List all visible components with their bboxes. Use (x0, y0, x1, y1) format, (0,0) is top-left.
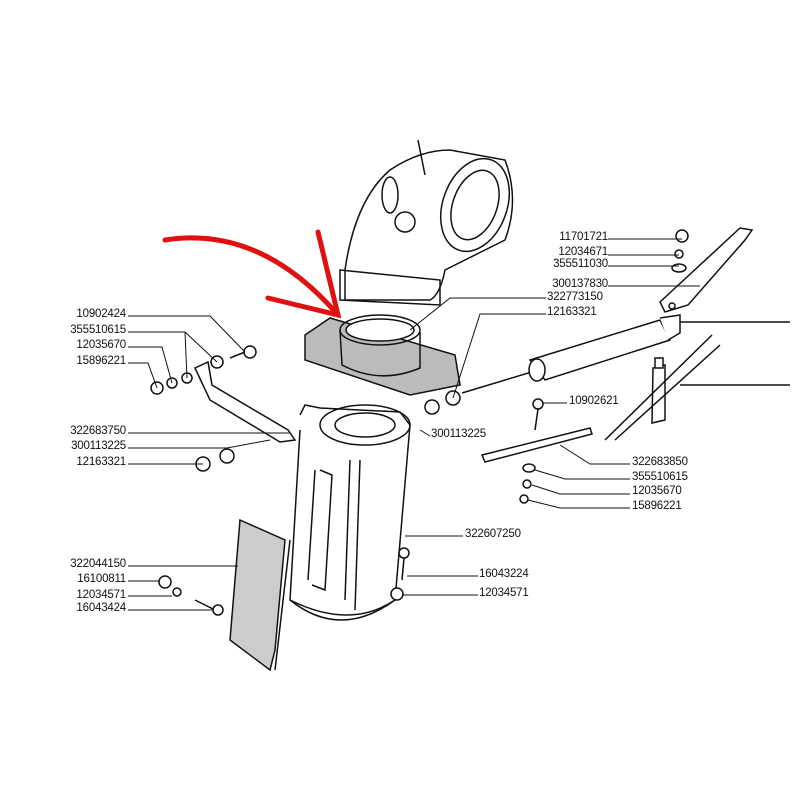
part-number-label: 16043424 (76, 602, 126, 614)
chute-tube (289, 404, 411, 621)
part-number-label: 15896221 (76, 355, 126, 367)
part-number-label: 12034571 (479, 587, 529, 599)
part-number-label: 12035670 (632, 485, 682, 497)
part-number-label: 322607250 (465, 528, 521, 540)
bracket-arm (194, 360, 297, 443)
part-number-label: 12163321 (547, 306, 597, 318)
leader-lines (128, 238, 700, 611)
part-number-label: 300113225 (431, 428, 486, 440)
part-number-label: 322683850 (632, 456, 688, 468)
part-number-label: 16043224 (479, 568, 529, 580)
part-number-label: 11701721 (559, 231, 608, 243)
part-number-label: 300137830 (552, 278, 608, 290)
part-number-label: 12034671 (558, 246, 608, 258)
part-number-label: 355510615 (70, 324, 126, 336)
elbow-pipe (339, 139, 514, 306)
part-number-label: 12034571 (76, 589, 126, 601)
support-strap (659, 227, 754, 313)
frame-post (604, 334, 790, 441)
part-number-label: 322683750 (70, 425, 126, 437)
flat-bar (480, 427, 593, 463)
side-cover-plate (229, 518, 291, 672)
part-number-label: 16100811 (77, 573, 126, 585)
flange-plate (304, 314, 461, 396)
part-number-label: 355511030 (553, 258, 608, 270)
part-number-label: 10902621 (569, 395, 619, 407)
damper-cylinder (461, 314, 790, 394)
part-number-label: 10902424 (76, 308, 126, 320)
red-arrow-indicator (162, 229, 342, 319)
part-number-label: 322044150 (70, 558, 126, 570)
part-number-label: 300113225 (71, 440, 126, 452)
part-number-label: 12163321 (76, 456, 126, 468)
part-number-label: 12035670 (76, 339, 126, 351)
part-number-label: 15896221 (632, 500, 682, 512)
part-number-label: 355510615 (632, 471, 688, 483)
part-number-label: 322773150 (547, 291, 603, 303)
